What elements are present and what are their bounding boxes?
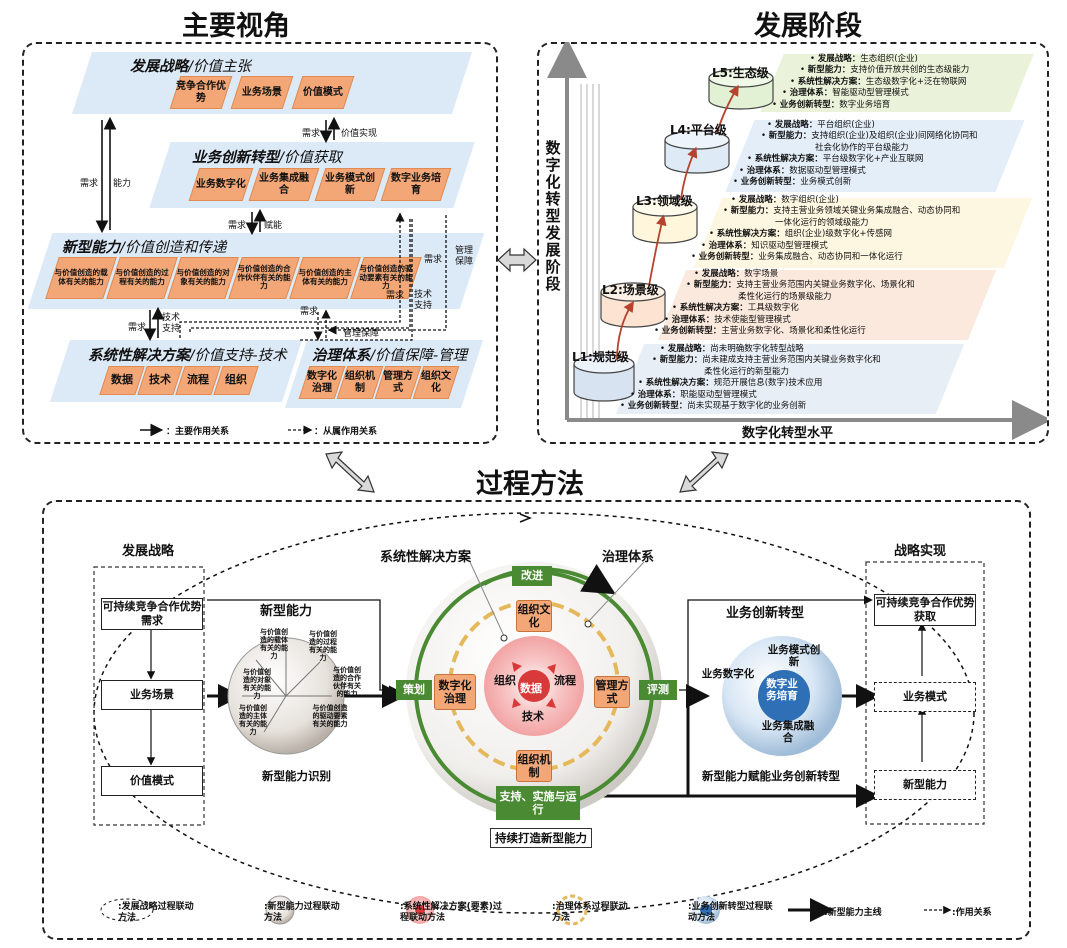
- legend-capability-mainline: :新型能力主线: [824, 908, 882, 918]
- stage-l4-name: L4:平台级: [670, 123, 727, 137]
- label-demand-4: 需求: [128, 323, 147, 333]
- process-panel: [42, 500, 1031, 940]
- stage-l2-details: • 发展战略：数字场景 • 新型能力：支持主营业务范围内关键业务数字化、场景化和…: [654, 269, 915, 337]
- label-demand-1: 需求: [302, 129, 321, 139]
- stage-l2-name: L2:场景级: [602, 283, 659, 297]
- process-left-title: 发展战略: [122, 544, 175, 559]
- biz-item-integration: 业务集成融合: [761, 720, 815, 744]
- label-tech-support-1: 技术支持: [162, 313, 181, 334]
- panel-link-arrow: [497, 247, 537, 273]
- link-arrow-left: [325, 451, 375, 493]
- box-sustainable-gain: 可持续竞争合作优势获取: [874, 594, 976, 626]
- stage-l5-name: L5:生态级: [712, 66, 769, 80]
- tag-improve: 改进: [512, 566, 552, 586]
- stage-l4-details: • 发展战略：平台组织(企业) • 新型能力：支持组织(企业)及组织(企业)间网…: [733, 120, 978, 188]
- biz-item-model-innovation: 业务模式创新: [767, 644, 821, 668]
- legend-strategy: :发展战略过程联动方法: [118, 902, 194, 923]
- y-axis-label: 数字化转型发展阶段: [545, 139, 561, 293]
- box-left-business-scenario: 业务场景: [101, 680, 203, 710]
- stage-l1-name: L1:规范级: [572, 350, 629, 364]
- legend-relation: :作用关系: [952, 908, 992, 918]
- legend-sub-relation: ：从属作用关系: [314, 427, 378, 437]
- sphere-text-6: 与价值创造的驱动要素有关的能力: [312, 704, 348, 728]
- stages-panel: [537, 42, 1049, 444]
- center-caption: 持续打造新型能力: [490, 828, 592, 848]
- sphere-text-5: 与价值创造的主体有关的能力: [239, 704, 267, 736]
- process-right-title: 战略实现: [894, 544, 947, 559]
- stage-l5-details: • 发展战略：生态组织(企业) • 新型能力：支持价值开放共创的生态级能力 • …: [772, 54, 970, 110]
- biz-item-digitalization: 业务数字化: [701, 668, 755, 680]
- label-demand-5: 需求: [300, 307, 319, 317]
- tag-plan: 策划: [396, 680, 432, 700]
- sphere-text-3: 与价值创造的对象有关的能力: [243, 668, 271, 700]
- perspective-arrows: [95, 116, 447, 437]
- perspective-panel: [22, 42, 498, 444]
- label-capability: 能力: [113, 179, 132, 189]
- box-org-mechanism-center: 组织机制: [516, 750, 552, 782]
- stage-cylinders: [573, 68, 774, 402]
- biz-caption: 新型能力赋能业务创新转型: [702, 769, 840, 783]
- sphere-text-2: 与价值创造的过程有关的能力: [309, 630, 337, 662]
- label-value-realization: 价值实现: [341, 129, 378, 139]
- x-axis-label: 数字化转型水平: [742, 426, 834, 441]
- biz-innovation-title: 业务创新转型: [726, 606, 805, 621]
- box-org-culture-center: 组织文化: [516, 600, 552, 632]
- box-left-value-model: 价值模式: [101, 766, 203, 796]
- box-right-new-capability: 新型能力: [874, 770, 976, 800]
- label-demand-2: 需求: [80, 179, 99, 189]
- band-business-title: 业务创新转型/价值获取: [192, 150, 342, 166]
- legend-solution: :系统性解决方案(要素)过程联动方法: [400, 902, 502, 923]
- process-lines: [93, 512, 985, 926]
- link-arrow-right: [679, 451, 729, 493]
- legend-main-relation: ：主要作用关系: [166, 427, 230, 437]
- label-tech-support-2: 技术支持: [414, 290, 433, 311]
- box-digital-governance-center: 数字化治理: [434, 674, 476, 710]
- title-process-method: 过程方法: [476, 469, 584, 500]
- label-demand-6: 需求: [386, 291, 405, 301]
- legend-biz-innovation: :业务创新转型过程联动方法: [688, 902, 773, 923]
- capability-caption: 新型能力识别: [262, 769, 331, 783]
- sphere-text-1: 与价值创造的载体有关的能力: [260, 628, 288, 660]
- core-tech: 技术: [522, 710, 544, 723]
- stage-l1-details: • 发展战略：尚未明确数字化转型战略 • 新型能力：尚未建成支持主营业务范围内关…: [620, 344, 881, 412]
- box-management-mode-center: 管理方式: [594, 676, 630, 708]
- label-mgmt-assurance-1: 管理保障: [343, 329, 380, 339]
- capability-title: 新型能力: [260, 604, 313, 619]
- legend-capability: :新型能力过程联动方法: [264, 902, 340, 923]
- label-demand-7: 需求: [424, 255, 443, 265]
- label-mgmt-assurance-2: 管理保障: [455, 246, 474, 267]
- band-solution-title: 系统性解决方案/价值支持-技术: [88, 348, 287, 364]
- label-demand-3: 需求: [228, 221, 247, 231]
- stage-l3-details: • 发展战略：数字组织(企业) • 新型能力：支持主营业务领域关键业务集成融合、…: [691, 195, 961, 263]
- label-empower: 赋能: [264, 221, 283, 231]
- biz-item-digital-business: 数字业务培育: [766, 678, 798, 702]
- legend-governance: :治理体系过程联动方法: [552, 902, 628, 923]
- box-right-business-model: 业务模式: [874, 682, 976, 712]
- band-governance-title: 治理体系/价值保障-管理: [312, 348, 468, 364]
- title-development-stage: 发展阶段: [754, 11, 862, 42]
- core-org: 组织: [494, 674, 516, 687]
- sphere-text-4: 与价值创造的合作伙伴有关的能力: [333, 666, 361, 698]
- title-main-perspective: 主要视角: [182, 11, 290, 42]
- stage-l3-name: L3:领域级: [636, 194, 693, 208]
- tag-evaluate: 评测: [639, 680, 677, 700]
- system-solution-label: 系统性解决方案: [380, 550, 472, 565]
- band-strategy-title: 发展战略/价值主张: [130, 59, 251, 75]
- core-data: 数据: [520, 682, 542, 695]
- governance-label: 治理体系: [602, 550, 655, 565]
- core-process: 流程: [554, 674, 576, 687]
- box-sustainable-demand: 可持续竞争合作优势需求: [101, 598, 203, 630]
- tag-support-implement: 支持、实施与运行: [496, 786, 580, 820]
- band-capability-title: 新型能力/价值创造和传递: [62, 240, 227, 256]
